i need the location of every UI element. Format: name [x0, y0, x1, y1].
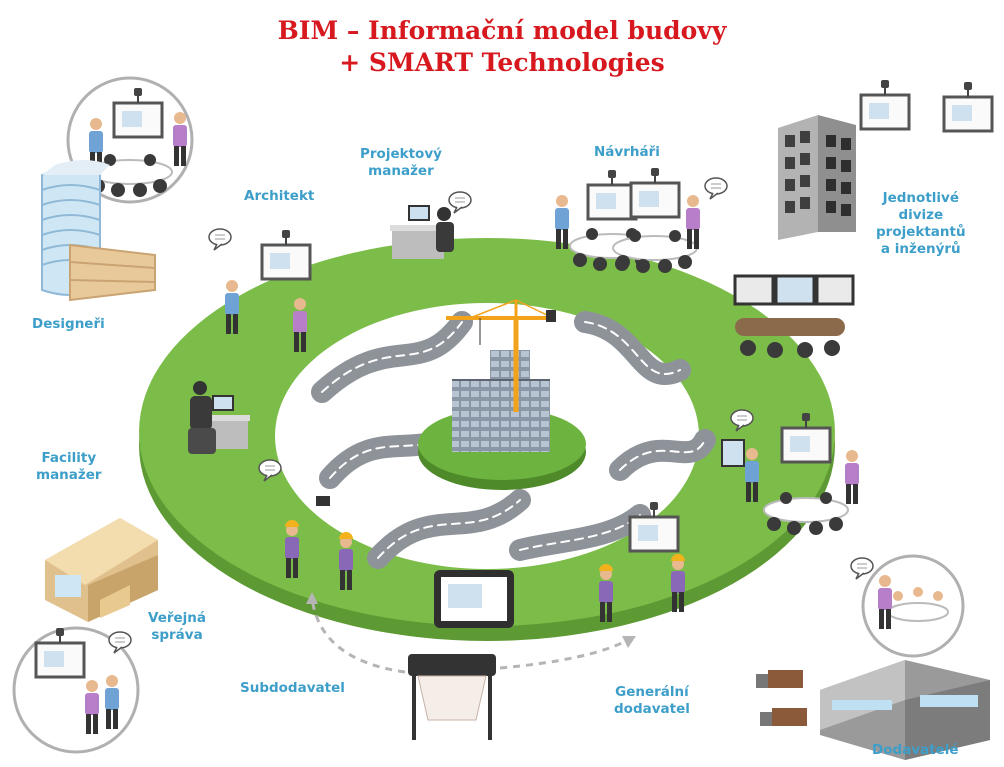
subcontractor-group	[258, 459, 353, 590]
video-conference	[733, 274, 855, 358]
roads	[311, 311, 716, 569]
label-navrhari: Návrháři	[594, 144, 660, 160]
label-facility-manazer: Facility manažer	[36, 450, 102, 483]
plotter-icon	[408, 654, 496, 740]
dashed-arrowheads	[306, 592, 636, 648]
designer-building-icon	[41, 160, 156, 302]
remote-meeting-group	[721, 409, 859, 536]
dashed-arrow-icon	[310, 597, 629, 674]
supplier-meeting-circle	[850, 554, 965, 658]
tablet-icon	[434, 570, 514, 628]
crane-icon	[446, 299, 556, 412]
factory-icon	[820, 660, 990, 760]
desk-worker	[188, 381, 250, 454]
label-verejna-sprava: Veřejná správa	[148, 610, 207, 643]
label-jednotlive-divize: Jednotlivé divize projektantů a inženýrů	[876, 190, 966, 257]
public-building-icon	[45, 518, 158, 622]
truck-icon	[756, 670, 807, 726]
label-dodavatele: Dodavatelé	[872, 742, 959, 758]
project-manager-desk	[390, 191, 472, 259]
title-line-2: + SMART Technologies	[339, 48, 665, 77]
label-designeri: Designeři	[32, 316, 105, 332]
label-subdodavatel: Subdodavatel	[240, 680, 345, 696]
interactive-whiteboard-icon	[859, 78, 994, 133]
building-under-construction-icon	[418, 350, 586, 490]
title-line-1: BIM – Informační model budovy	[277, 16, 727, 45]
office-tower-icon	[778, 115, 856, 240]
label-projektovy-manazer: Projektový manažer	[360, 146, 442, 179]
label-generalni-dodavatel: Generální dodavatel	[614, 684, 690, 717]
label-architekt: Architekt	[244, 188, 315, 204]
presentation-circle	[12, 626, 140, 754]
designers-meeting	[555, 166, 728, 274]
